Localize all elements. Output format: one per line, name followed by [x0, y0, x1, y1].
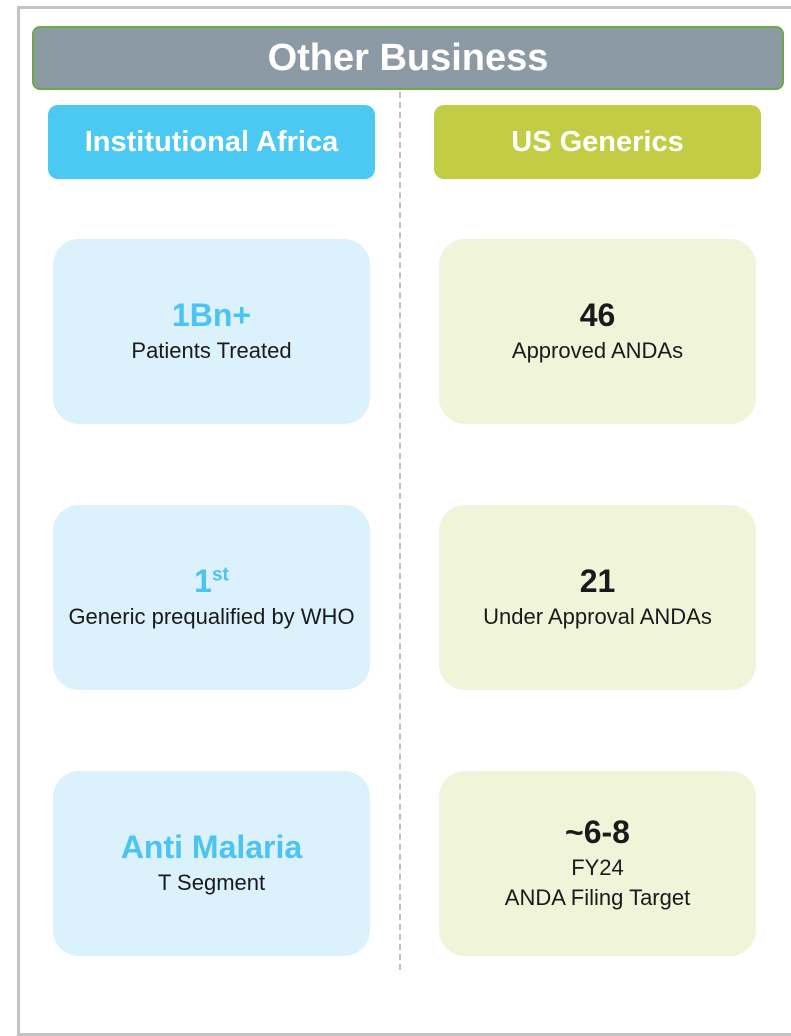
column-header-label: Institutional Africa — [84, 125, 339, 158]
stat-caption: Approved ANDAs — [511, 338, 684, 364]
section-title-text: Other Business — [267, 36, 549, 79]
stat-value: Anti Malaria — [120, 829, 303, 866]
stat-caption-line: FY24 — [571, 855, 624, 881]
stat-card-approved-andas: 46 Approved ANDAs — [439, 239, 756, 424]
stat-value: 1st — [194, 563, 229, 600]
stat-value: ~6-8 — [565, 814, 630, 851]
column-header-us-generics: US Generics — [434, 105, 761, 179]
column-header-label: US Generics — [511, 125, 684, 158]
stat-caption: Under Approval ANDAs — [483, 604, 712, 630]
column-divider — [399, 92, 401, 970]
section-title: Other Business — [32, 26, 784, 90]
stat-caption: FY24 ANDA Filing Target — [505, 853, 690, 912]
stat-card-patients-treated: 1Bn+ Patients Treated — [53, 239, 370, 424]
stat-card-who-prequalified: 1st Generic prequalified by WHO — [53, 505, 370, 690]
stat-card-anti-malaria: Anti Malaria T Segment — [53, 771, 370, 956]
stat-caption: Patients Treated — [131, 338, 292, 364]
stat-value: 1Bn+ — [171, 297, 252, 334]
stat-card-anda-filing-target: ~6-8 FY24 ANDA Filing Target — [439, 771, 756, 956]
stat-value-number: 1 — [194, 563, 212, 600]
stat-caption-line: ANDA Filing Target — [504, 884, 691, 910]
stat-caption: Generic prequalified by WHO — [68, 604, 355, 630]
stat-card-under-approval-andas: 21 Under Approval ANDAs — [439, 505, 756, 690]
stat-value: 46 — [579, 297, 616, 334]
stat-value: 21 — [579, 563, 616, 600]
stat-caption: T Segment — [157, 870, 266, 896]
stat-value-ordinal: st — [211, 564, 229, 586]
column-header-institutional-africa: Institutional Africa — [48, 105, 375, 179]
